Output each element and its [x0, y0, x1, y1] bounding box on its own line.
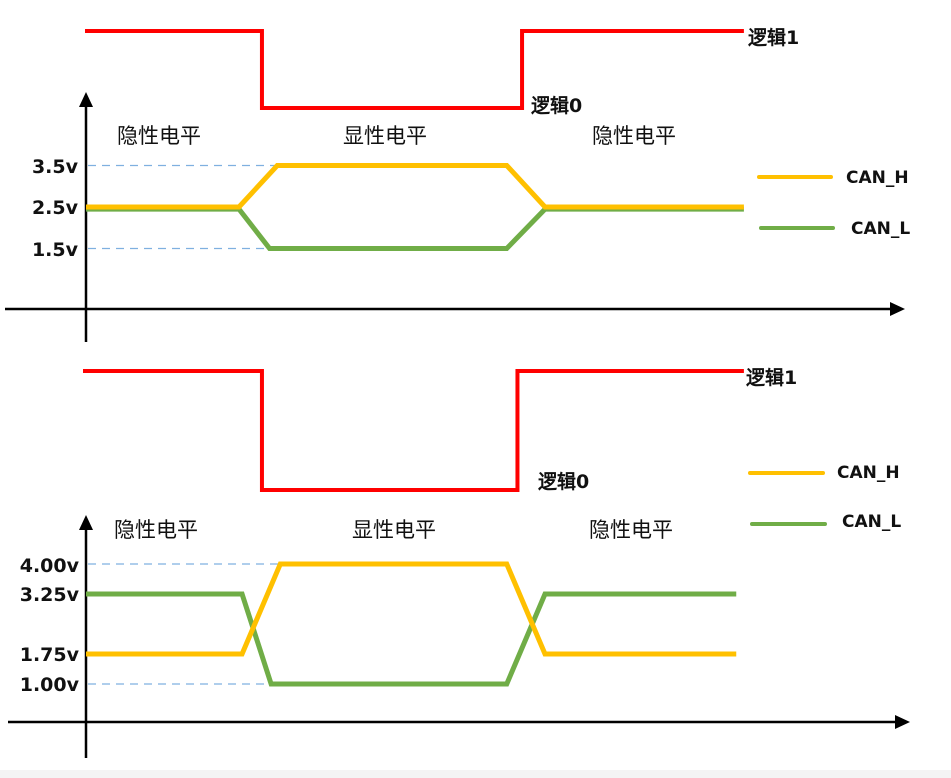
logic-0-label: 逻辑0 — [531, 94, 582, 117]
logic-1-label: 逻辑1 — [748, 26, 799, 49]
region-label-recessive-right: 隐性电平 — [589, 518, 673, 542]
y-axis-arrow-icon — [79, 515, 93, 530]
diagram-high-speed: 隐性电平 显性电平 隐性电平 逻辑1 逻辑0 3.5v 2.5v 1.5v CA… — [5, 26, 910, 342]
series-line-can-l — [86, 206, 744, 251]
series-line-can-l — [86, 591, 737, 687]
legend-label-can-h: CAN_H — [837, 463, 900, 483]
logic-waveform — [85, 29, 744, 110]
y-tick-label: 4.00v — [20, 555, 80, 577]
y-tick-label: 2.5v — [32, 197, 79, 219]
y-tick-label: 3.25v — [20, 584, 80, 606]
legend-label-can-l: CAN_L — [851, 219, 910, 239]
y-tick-label: 1.5v — [32, 239, 79, 261]
y-tick-label: 3.5v — [32, 156, 79, 178]
logic-1-label: 逻辑1 — [746, 366, 797, 389]
legend-label-can-l: CAN_L — [842, 512, 901, 532]
diagram-low-speed: 隐性电平 显性电平 隐性电平 逻辑1 逻辑0 4.00v 3.25v 1.75v… — [8, 366, 910, 758]
series-line-can-h — [86, 163, 744, 210]
x-axis-arrow-icon — [895, 715, 910, 729]
region-label-recessive-left: 隐性电平 — [114, 518, 198, 542]
y-tick-label: 1.75v — [20, 644, 80, 666]
logic-waveform — [83, 369, 744, 492]
logic-0-label: 逻辑0 — [538, 470, 589, 493]
region-label-recessive-left: 隐性电平 — [117, 124, 201, 148]
region-label-recessive-right: 隐性电平 — [592, 124, 676, 148]
region-label-dominant: 显性电平 — [352, 518, 436, 542]
legend-label-can-h: CAN_H — [846, 168, 909, 188]
series-line-can-h — [86, 561, 737, 657]
footer-band — [0, 770, 951, 778]
y-tick-label: 1.00v — [20, 674, 80, 696]
y-axis-arrow-icon — [79, 92, 93, 107]
region-label-dominant: 显性电平 — [343, 124, 427, 148]
x-axis-arrow-icon — [890, 302, 905, 316]
